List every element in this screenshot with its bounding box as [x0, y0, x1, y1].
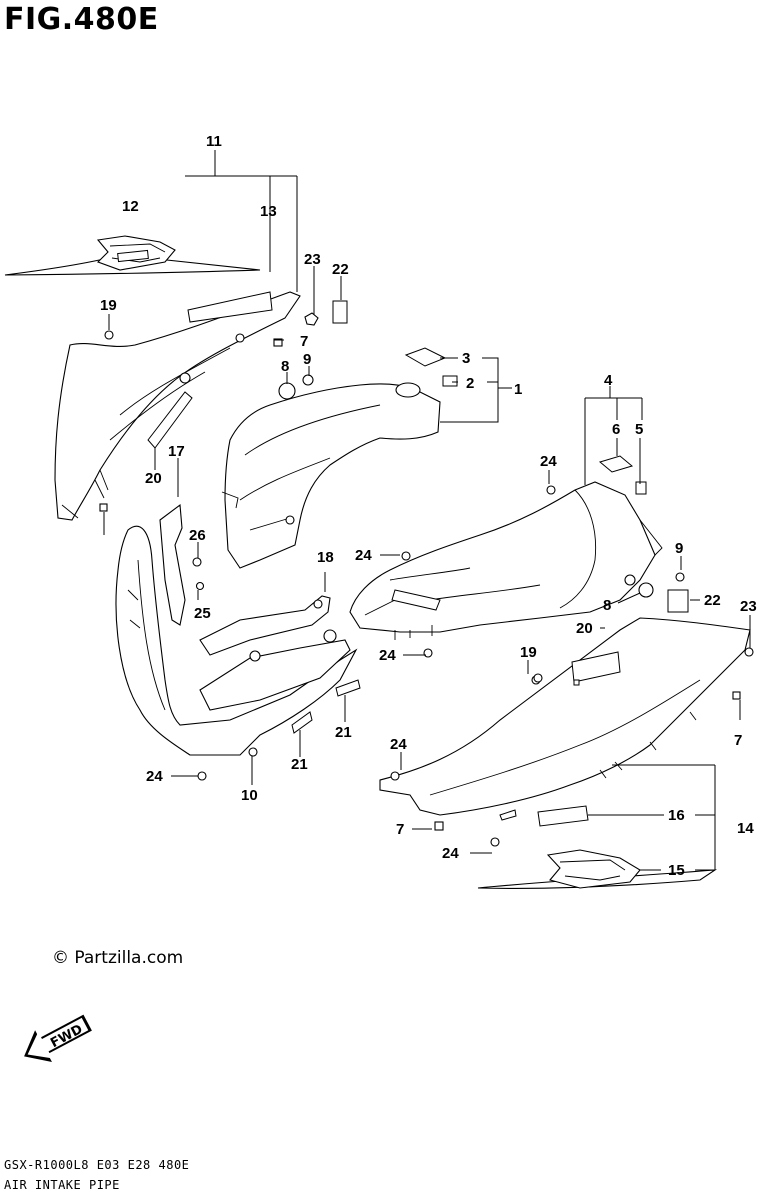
callout-1: 1 — [514, 381, 522, 398]
callout-22: 22 — [704, 592, 721, 609]
callout-26: 26 — [189, 527, 206, 544]
copyright-text: © Partzilla.com — [52, 948, 184, 968]
callout-10: 10 — [241, 787, 258, 804]
callout-21: 21 — [335, 724, 352, 741]
callout-17: 17 — [168, 443, 185, 460]
callout-24: 24 — [355, 547, 372, 564]
decal-left-upper — [4, 235, 261, 276]
side-cowl-left — [54, 291, 301, 521]
callout-2: 2 — [466, 375, 474, 392]
callout-3: 3 — [462, 350, 470, 367]
figure-title: FIG.480E — [4, 2, 159, 37]
inner-cover-right — [349, 455, 663, 640]
callout-12: 12 — [122, 198, 139, 215]
model-code: GSX-R1000L8 E03 E28 480E — [4, 1158, 190, 1172]
callout-14: 14 — [737, 820, 754, 837]
callout-24: 24 — [540, 453, 557, 470]
decal-right-lower — [477, 849, 718, 889]
callout-6: 6 — [612, 421, 620, 438]
section-name: AIR INTAKE PIPE — [4, 1178, 120, 1192]
callout-20: 20 — [576, 620, 593, 637]
callout-15: 15 — [668, 862, 685, 879]
side-cowl-right — [379, 617, 751, 827]
callout-25: 25 — [194, 605, 211, 622]
callout-19: 19 — [100, 297, 117, 314]
callout-13: 13 — [260, 203, 277, 220]
callout-labels: 11 12 13 23 22 19 7 8 9 3 2 1 4 6 5 24 2… — [100, 133, 757, 879]
callout-8: 8 — [281, 358, 289, 375]
fasteners — [99, 300, 754, 847]
callout-16: 16 — [668, 807, 685, 824]
callout-7: 7 — [396, 821, 404, 838]
callout-22: 22 — [332, 261, 349, 278]
callout-24: 24 — [390, 736, 407, 753]
callout-9: 9 — [675, 540, 683, 557]
callout-9: 9 — [303, 351, 311, 368]
callout-20: 20 — [145, 470, 162, 487]
callout-18: 18 — [317, 549, 334, 566]
callout-8: 8 — [603, 597, 611, 614]
callout-5: 5 — [635, 421, 643, 438]
fwd-arrow-icon: FWD — [24, 1014, 92, 1062]
callout-23: 23 — [304, 251, 321, 268]
leader-lines — [103, 150, 751, 871]
callout-7: 7 — [734, 732, 742, 749]
callout-24: 24 — [442, 845, 459, 862]
callout-21: 21 — [291, 756, 308, 773]
air-intake-pipe — [221, 347, 458, 569]
callout-24: 24 — [146, 768, 163, 785]
callout-4: 4 — [604, 372, 613, 389]
callout-24: 24 — [379, 647, 396, 664]
callout-7: 7 — [300, 333, 308, 350]
inner-panel-left — [115, 503, 361, 756]
callout-11: 11 — [206, 133, 222, 150]
callout-19: 19 — [520, 644, 537, 661]
callout-23: 23 — [740, 598, 757, 615]
